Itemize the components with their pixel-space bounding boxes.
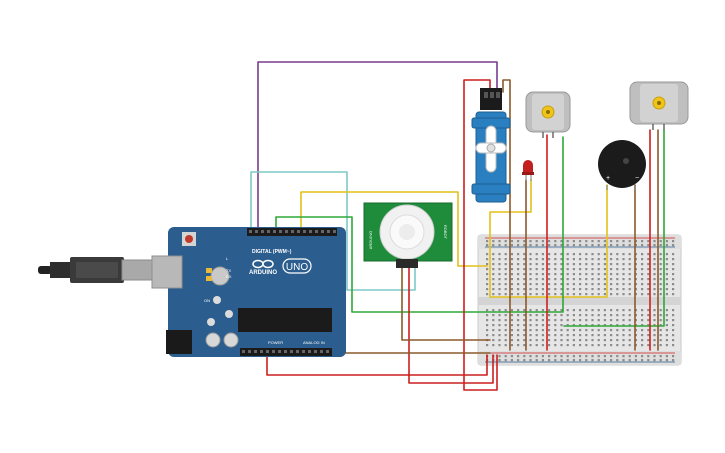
led-l-label: L [226, 256, 229, 261]
dc-motor-1[interactable] [525, 91, 571, 138]
red-led[interactable] [522, 160, 534, 181]
pir-pins [396, 259, 418, 268]
buzzer-plus-label: + [606, 175, 610, 182]
servo-horn [475, 125, 507, 173]
breadboard-holes [486, 240, 675, 362]
pir-right-label: ROBOT [443, 225, 448, 240]
wire-red-power[interactable] [266, 354, 488, 376]
microcontroller-chip [238, 308, 332, 332]
wire-yellow-pir[interactable] [300, 191, 488, 267]
pir-left-label: ARDUINO [368, 231, 373, 249]
arduino-brand: ARDUINO [249, 270, 277, 276]
wire-green-left[interactable] [275, 136, 564, 313]
wire-green-right[interactable] [563, 129, 665, 327]
servo-motor[interactable] [471, 88, 511, 203]
led-rx-label: RX [226, 274, 232, 279]
wire-brown-servo[interactable] [502, 79, 511, 351]
wire-purple[interactable] [257, 61, 498, 233]
wire-red-pir[interactable] [408, 267, 494, 384]
svg-text:UNO: UNO [286, 262, 308, 273]
arduino-board[interactable]: DIGITAL (PWM~) ARDUINO UNO L TX RX ON PO… [151, 227, 346, 357]
infinity-logo [252, 259, 274, 269]
dc-motor-2[interactable] [629, 81, 689, 130]
on-label: ON [204, 298, 210, 303]
analog-label: ANALOG IN [303, 340, 325, 345]
wire-brown-pir[interactable] [401, 267, 491, 341]
usb-port [151, 255, 183, 289]
breadboard[interactable] [477, 234, 682, 366]
wire-red-servo[interactable] [463, 79, 498, 391]
capacitor-2 [223, 332, 239, 348]
buzzer-minus-label: − [635, 175, 639, 182]
wire-yellow-led[interactable] [489, 179, 608, 298]
capacitor-1 [205, 332, 221, 348]
wire-cyan[interactable] [250, 171, 416, 291]
piezo-buzzer[interactable]: + − [598, 140, 646, 190]
power-jack [166, 330, 192, 354]
uno-logo: UNO [282, 258, 312, 274]
digital-label: DIGITAL (PWM~) [252, 249, 292, 255]
led-tx-label: TX [226, 268, 231, 273]
power-label: POWER [268, 340, 283, 345]
usb-cable [38, 257, 155, 283]
pir-sensor[interactable]: ARDUINO ROBOT [363, 202, 453, 268]
servo-connector [480, 88, 502, 110]
